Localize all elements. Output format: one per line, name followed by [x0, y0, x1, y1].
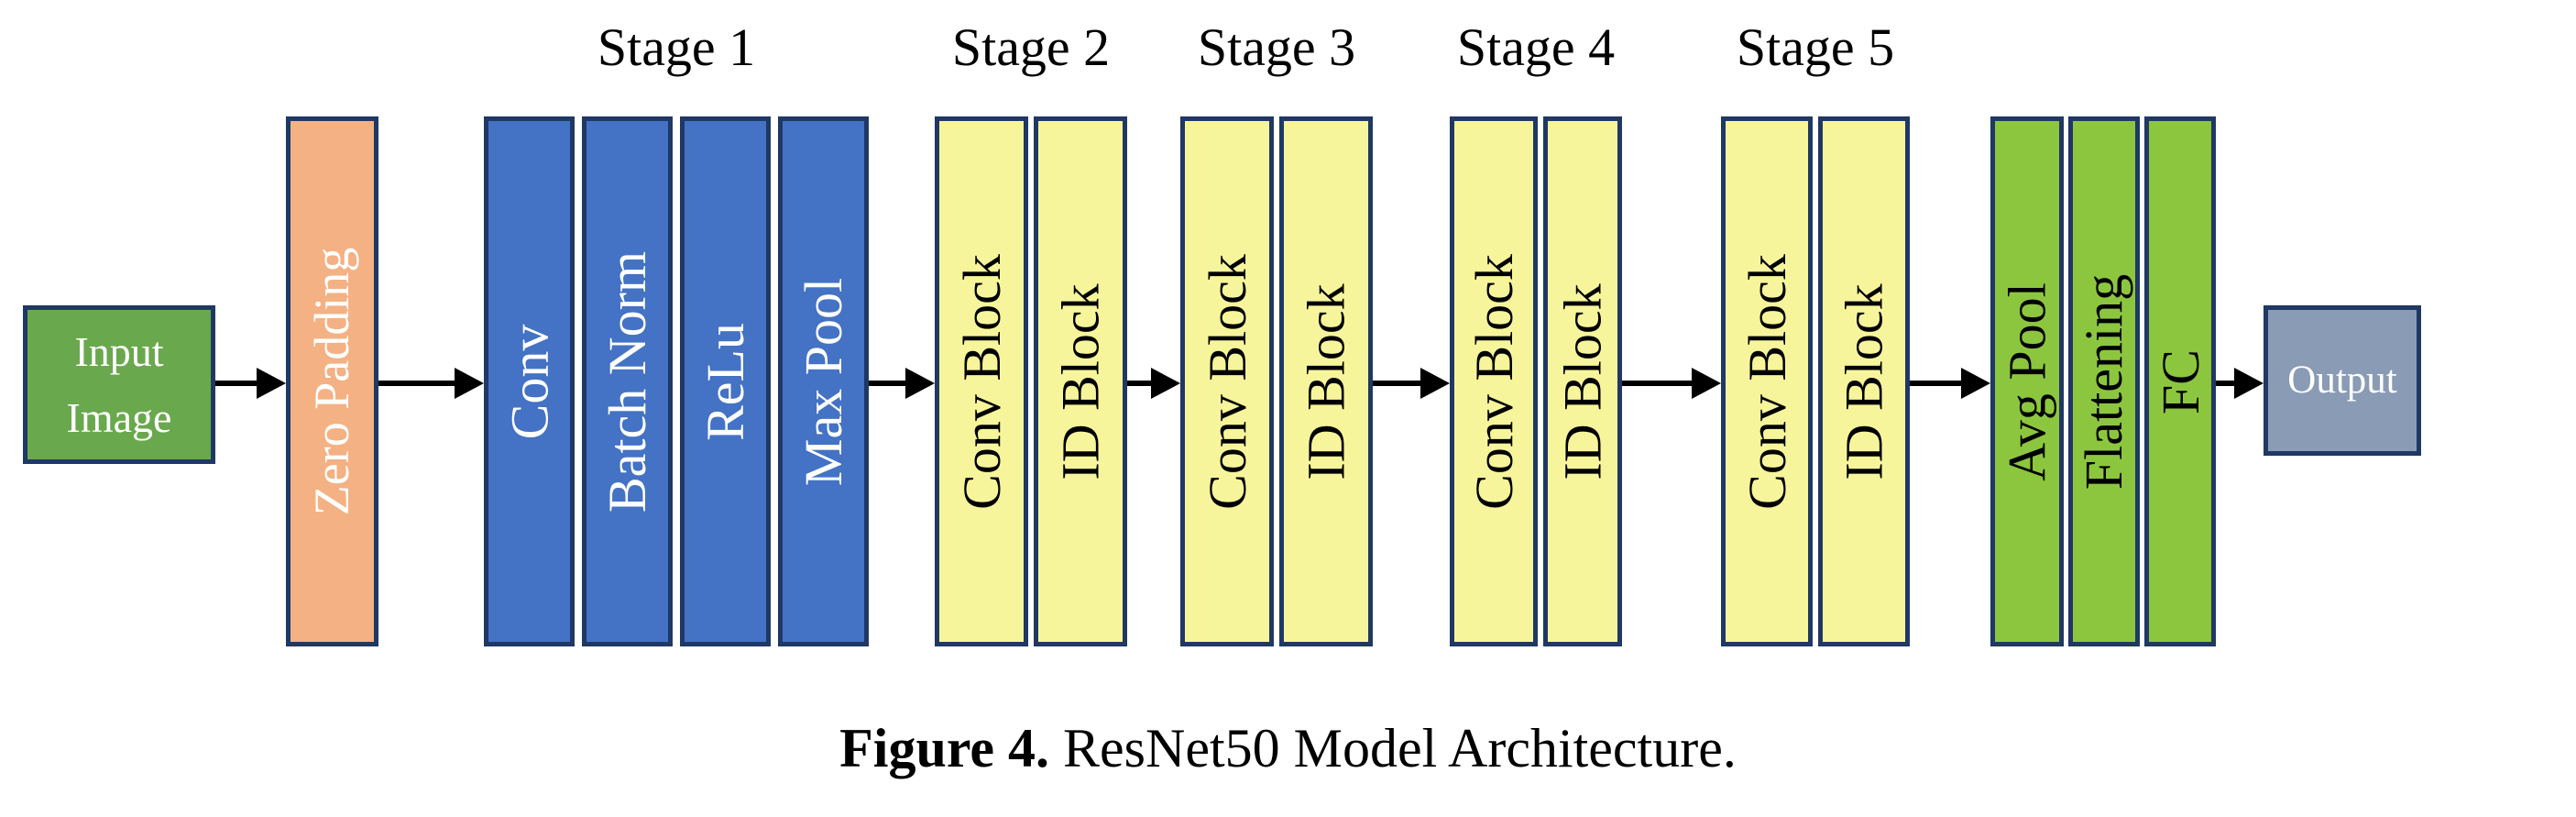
stage-4-label: Stage 4 — [1456, 17, 1616, 77]
stage4-conv-block-label: Conv Block — [1463, 253, 1524, 510]
output-box: Output — [2264, 305, 2421, 456]
stage5-id-block-label: ID Block — [1834, 282, 1894, 480]
stage2-conv-block-label: Conv Block — [951, 253, 1012, 510]
stage1-conv-label: Conv — [499, 324, 559, 439]
stage5-id-block-bar: ID Block — [1818, 116, 1910, 646]
stage1-relu-label: ReLu — [696, 322, 756, 441]
stage2-id-block-bar: ID Block — [1034, 116, 1127, 646]
stage-2-label: Stage 2 — [951, 17, 1111, 77]
stage4-conv-block-bar: Conv Block — [1450, 116, 1538, 646]
stage2-conv-block-bar: Conv Block — [935, 116, 1028, 646]
stage1-relu-bar: ReLu — [680, 116, 771, 646]
stage3-id-block-bar: ID Block — [1279, 116, 1373, 646]
stage1-batch-norm-label: Batch Norm — [597, 250, 658, 513]
stage1-conv-bar: Conv — [484, 116, 575, 646]
stage-5-label: Stage 5 — [1736, 17, 1895, 77]
output-label: Output — [2287, 358, 2397, 402]
stage4-id-block-bar: ID Block — [1543, 116, 1622, 646]
figure-caption-number: Figure 4. — [839, 718, 1050, 778]
stage5-conv-block-label: Conv Block — [1737, 253, 1797, 510]
avg-pool-label: Avg Pool — [1997, 282, 2057, 481]
stage3-conv-block-bar: Conv Block — [1180, 116, 1274, 646]
stage3-id-block-label: ID Block — [1296, 282, 1356, 480]
stage1-batch-norm-bar: Batch Norm — [582, 116, 673, 646]
flattening-bar: Flattening — [2068, 116, 2140, 646]
input-image-box: Input Image — [23, 305, 215, 464]
zero-padding-bar: Zero Padding — [286, 116, 378, 646]
figure-caption: Figure 4. ResNet50 Model Architecture. — [0, 717, 2576, 780]
stage-3-label: Stage 3 — [1197, 17, 1356, 77]
stage1-max-pool-bar: Max Pool — [778, 116, 869, 646]
stage3-conv-block-label: Conv Block — [1197, 253, 1257, 510]
stage2-id-block-label: ID Block — [1050, 282, 1111, 480]
stage1-max-pool-label: Max Pool — [794, 277, 853, 486]
zero-padding-label: Zero Padding — [304, 247, 360, 516]
avg-pool-bar: Avg Pool — [1990, 116, 2064, 646]
stage4-id-block-label: ID Block — [1552, 282, 1613, 480]
fc-bar: FC — [2144, 116, 2216, 646]
stage-1-label: Stage 1 — [597, 17, 756, 77]
fc-label: FC — [2150, 348, 2210, 414]
stage5-conv-block-bar: Conv Block — [1721, 116, 1813, 646]
flattening-label: Flattening — [2074, 273, 2134, 490]
figure-caption-text: ResNet50 Model Architecture. — [1049, 718, 1737, 778]
input-image-label: Input Image — [66, 328, 172, 441]
